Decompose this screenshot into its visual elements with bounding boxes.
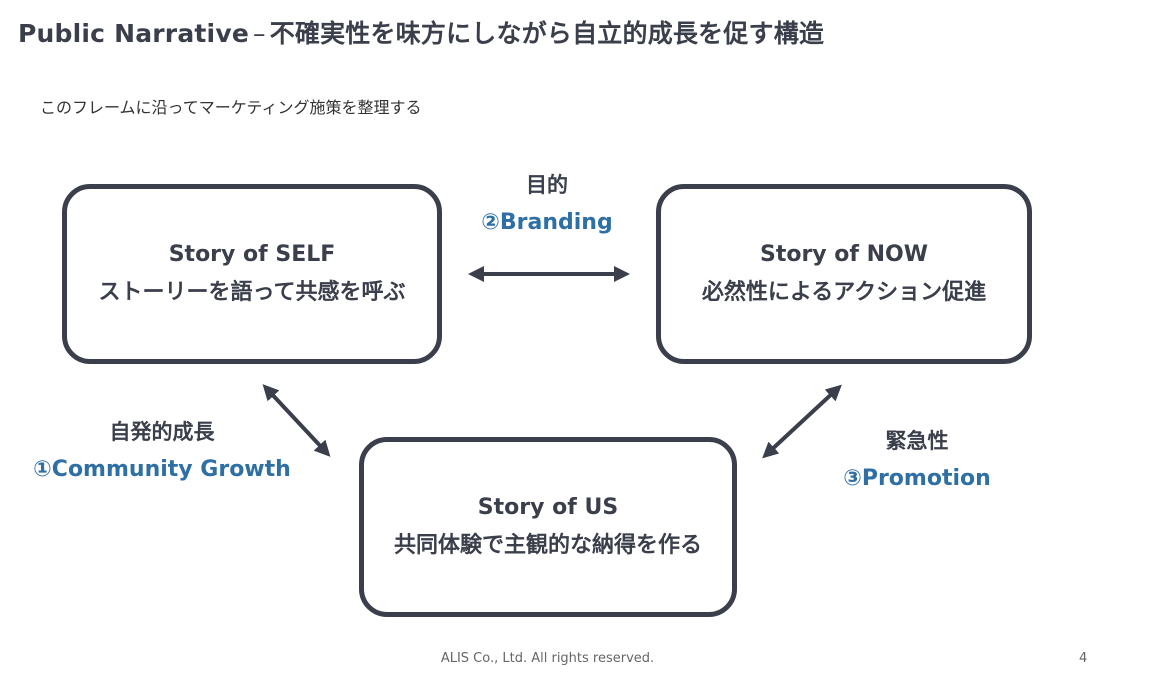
story-of-us-desc: 共同体験で主観的な納得を作る (393, 533, 702, 558)
community-growth-purpose-label: 自発的成長 (109, 420, 215, 444)
promotion-purpose-label: 緊急性 (885, 429, 949, 453)
promotion-name: ③Promotion (843, 466, 991, 491)
story-of-self-box: Story of SELF ストーリーを語って共感を呼ぶ (62, 184, 442, 364)
branding-purpose-label: 目的 (526, 173, 568, 197)
arrow-now-us (762, 384, 842, 459)
story-of-now-box: Story of NOW 必然性によるアクション促進 (656, 184, 1032, 364)
branding-label: 目的 ②Branding (447, 166, 647, 242)
story-of-self-title: Story of SELF (168, 242, 336, 267)
promotion-label: 緊急性 ③Promotion (832, 422, 1002, 498)
footer-copyright: ALIS Co., Ltd. All rights reserved. (440, 651, 655, 666)
title-japanese: 不確実性を味方にしながら自立的成長を促す構造 (269, 19, 825, 48)
story-of-us-title: Story of US (477, 495, 619, 520)
title-dash: – (252, 19, 266, 48)
story-of-us-box: Story of US 共同体験で主観的な納得を作る (359, 437, 737, 617)
story-of-now-title: Story of NOW (759, 242, 929, 267)
branding-name: ②Branding (481, 210, 613, 235)
community-growth-label: 自発的成長 ①Community Growth (28, 413, 296, 489)
title-english: Public Narrative (18, 19, 249, 48)
community-growth-name: ①Community Growth (33, 457, 291, 482)
arrow-self-us (262, 384, 331, 457)
story-of-self-desc: ストーリーを語って共感を呼ぶ (98, 280, 406, 305)
slide-subtitle: このフレームに沿ってマーケティング施策を整理する (40, 98, 422, 117)
story-of-now-desc: 必然性によるアクション促進 (701, 280, 987, 305)
page-number: 4 (1079, 651, 1088, 666)
slide-title: Public Narrative–不確実性を味方にしながら自立的成長を促す構造 (18, 14, 824, 50)
